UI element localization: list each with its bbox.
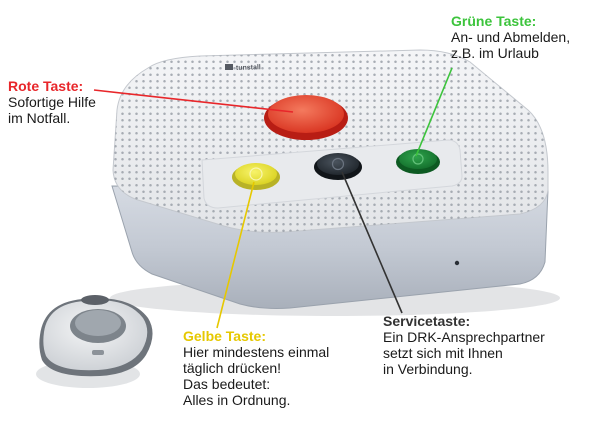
red-emergency-button[interactable] xyxy=(264,95,348,140)
yellow-daily-button[interactable] xyxy=(232,163,280,190)
red-button-label: Rote Taste: Sofortige Hilfe im Notfall. xyxy=(8,78,96,126)
red-button-desc-1: Sofortige Hilfe xyxy=(8,94,96,110)
green-away-button[interactable] xyxy=(396,149,440,174)
green-callout-line xyxy=(415,67,453,157)
house-icon xyxy=(412,153,424,165)
service-button-desc-1: Ein DRK-Ansprechpartner xyxy=(383,329,545,345)
service-button-desc-2: setzt sich mit Ihnen xyxy=(383,345,503,361)
brand-mark xyxy=(225,64,233,70)
status-led xyxy=(454,260,460,266)
yellow-button-desc-4: Alles in Ordnung. xyxy=(183,392,291,408)
green-button-desc-1: An- und Abmelden, xyxy=(451,29,571,45)
brand-logo: tunstall xyxy=(236,64,261,72)
green-button-title: Grüne Taste: xyxy=(451,13,537,29)
red-callout-line xyxy=(93,89,294,113)
service-button-title: Servicetaste: xyxy=(383,313,471,329)
yellow-button-label: Gelbe Taste: Hier mindestens einmal tägl… xyxy=(183,328,329,408)
service-callout-line xyxy=(341,171,403,314)
yellow-button-title: Gelbe Taste: xyxy=(183,328,266,344)
yellow-button-desc-2: täglich drücken! xyxy=(183,360,282,376)
red-button-title: Rote Taste: xyxy=(8,78,84,94)
yellow-button-desc-3: Das bedeutet: xyxy=(183,376,271,392)
yellow-button-desc-1: Hier mindestens einmal xyxy=(183,344,330,360)
green-button-label: Grüne Taste: An- und Abmelden, z.B. im U… xyxy=(451,13,570,61)
service-button-desc-3: in Verbindung. xyxy=(383,361,473,377)
pendant-led xyxy=(92,350,104,355)
service-icon xyxy=(331,157,345,171)
service-button-label: Servicetaste: Ein DRK-Ansprechpartner se… xyxy=(383,313,545,377)
red-button-desc-2: im Notfall. xyxy=(8,110,71,126)
speaker-grille xyxy=(113,50,548,233)
yellow-callout-line xyxy=(216,181,255,329)
green-button-desc-2: z.B. im Urlaub xyxy=(451,45,539,61)
checkmark-icon xyxy=(249,167,263,181)
pendant-transmitter[interactable] xyxy=(36,295,153,388)
service-button[interactable] xyxy=(314,153,362,180)
